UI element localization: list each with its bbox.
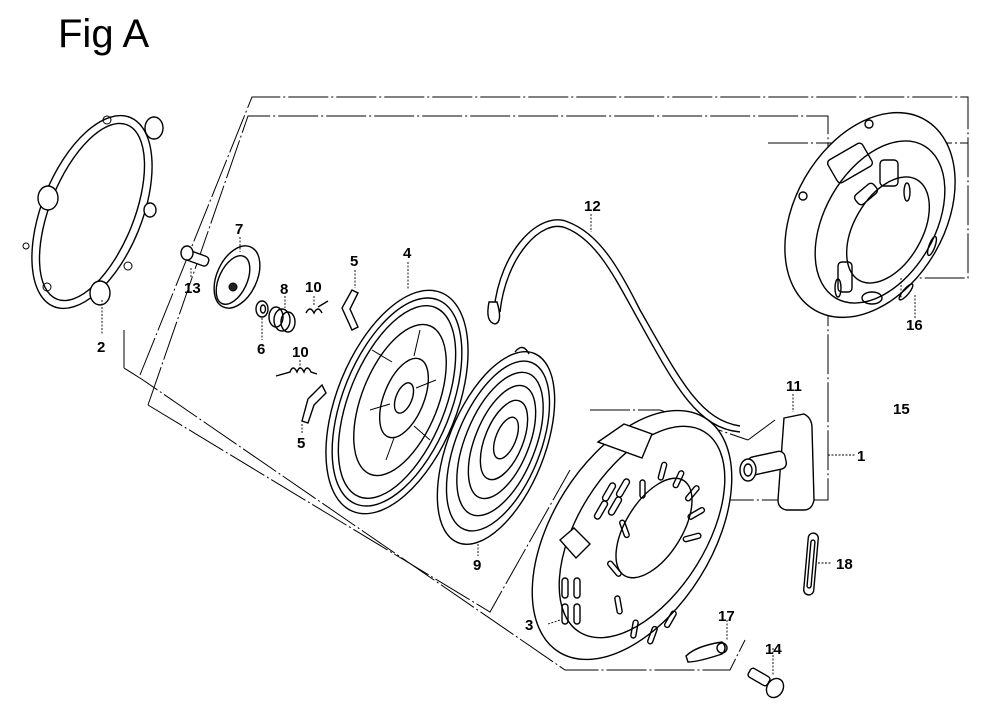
starter-case[interactable] — [491, 376, 773, 695]
label-plate[interactable] — [803, 532, 819, 596]
callout-labels: 1 2 3 4 5 5 6 7 8 9 10 10 11 12 13 14 15… — [97, 198, 923, 658]
assembly-frame-outer — [123, 96, 969, 671]
callout-14[interactable]: 14 — [765, 641, 782, 658]
case-vent-slots — [561, 461, 706, 645]
callout-2[interactable]: 2 — [97, 339, 105, 356]
callout-17[interactable]: 17 — [718, 608, 735, 625]
flange-bolt[interactable] — [747, 667, 787, 700]
ratchet-lower[interactable] — [301, 383, 327, 424]
frame-15-outline — [139, 96, 969, 376]
ratchet-upper[interactable] — [341, 289, 359, 331]
callout-1[interactable]: 1 — [857, 448, 865, 465]
callout-3[interactable]: 3 — [525, 617, 533, 634]
callout-10-lower[interactable]: 10 — [292, 344, 309, 361]
callout-4[interactable]: 4 — [403, 245, 412, 262]
recoil-spring[interactable] — [413, 335, 578, 560]
callout-6[interactable]: 6 — [257, 341, 265, 358]
callout-8[interactable]: 8 — [280, 281, 288, 298]
leader-lines — [101, 214, 916, 676]
starter-grip[interactable] — [739, 413, 815, 511]
callout-10-upper[interactable]: 10 — [305, 279, 322, 296]
callout-12[interactable]: 12 — [584, 198, 601, 215]
callout-9[interactable]: 9 — [473, 557, 481, 574]
callout-5-upper[interactable]: 5 — [350, 253, 358, 270]
callout-16[interactable]: 16 — [906, 317, 923, 334]
setting-bolt[interactable] — [180, 245, 210, 267]
ratchet-guide[interactable] — [205, 239, 269, 316]
callout-5-lower[interactable]: 5 — [297, 435, 305, 452]
callout-15[interactable]: 15 — [893, 401, 910, 418]
starter-reel[interactable] — [297, 270, 497, 534]
return-spring-upper[interactable] — [305, 300, 329, 315]
figure-title: Fig A — [58, 12, 150, 56]
callout-18[interactable]: 18 — [836, 556, 853, 573]
friction-spring-coil[interactable] — [268, 306, 296, 333]
callout-13[interactable]: 13 — [184, 280, 201, 297]
starter-cover[interactable] — [750, 82, 990, 348]
gasket-ring[interactable] — [7, 99, 176, 326]
callout-11[interactable]: 11 — [786, 378, 802, 395]
friction-spring[interactable] — [255, 300, 269, 318]
stay[interactable] — [685, 641, 728, 663]
return-spring-lower[interactable] — [275, 367, 318, 377]
callout-7[interactable]: 7 — [235, 221, 243, 238]
starter-rope[interactable] — [487, 219, 741, 433]
